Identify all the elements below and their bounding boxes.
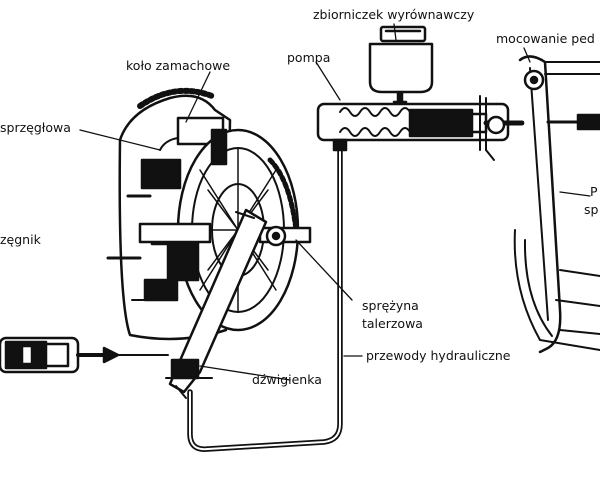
leader-lines (79, 23, 591, 381)
label-pedal-top: P (590, 184, 598, 199)
master-cylinder (316, 95, 525, 161)
label-kolo-zamachowe: koło zamachowe (126, 58, 231, 73)
label-docisk: zęgnik (0, 232, 41, 247)
label-przewody: przewody hydrauliczne (366, 348, 511, 363)
slave-cylinder (0, 336, 169, 374)
label-tarcza-sprzeglowa: sprzęgłowa (0, 120, 71, 135)
label-sprezyna-1: sprężyna (362, 298, 419, 313)
reservoir (368, 25, 434, 112)
label-zbiorniczek: zbiorniczek wyrównawczy (313, 7, 475, 22)
pedal-assembly (513, 55, 600, 354)
label-dzwigienka: dźwigienka (252, 372, 322, 387)
label-sprezyna-2: talerzowa (362, 316, 423, 331)
release-fork (165, 208, 268, 399)
label-pompa: pompa (287, 50, 331, 65)
label-mocowanie: mocowanie ped (496, 31, 595, 46)
label-pedal-bottom: sp (584, 202, 599, 217)
